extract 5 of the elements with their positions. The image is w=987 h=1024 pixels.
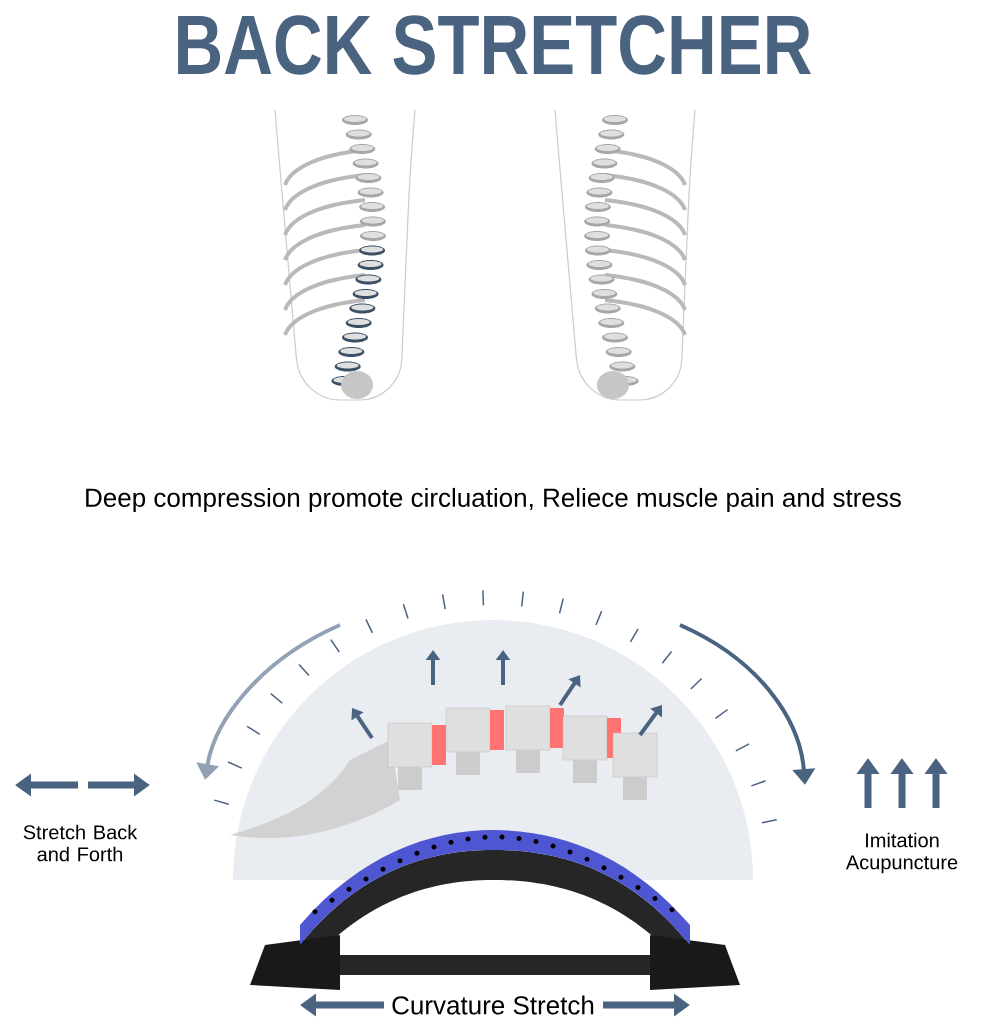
subtitle: Deep compression promote circluation, Reliece muscle pain and stress xyxy=(86,487,901,513)
feature-label: Imitation Acupuncture xyxy=(845,832,958,874)
feature-label: Curvature Stretch xyxy=(392,995,594,1015)
feature-label: Stretch Back and Forth xyxy=(23,824,138,862)
title: BACK STRETCHER xyxy=(178,15,811,75)
